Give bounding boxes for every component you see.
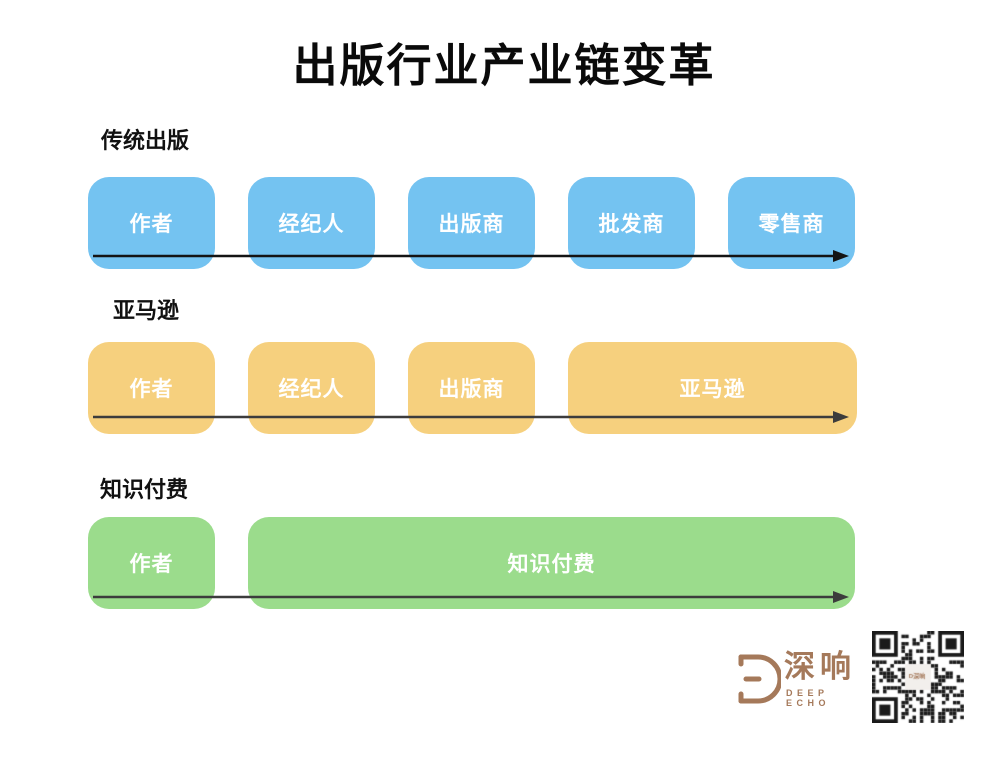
brand-name: 深响 (784, 649, 856, 684)
chain-row-knowledge-payment: 作者 知识付费 (88, 517, 858, 609)
chain-node-wholesaler: 批发商 (568, 177, 695, 269)
chain-node-agent: 经纪人 (248, 342, 375, 434)
page-title: 出版行业产业链变革 (292, 40, 716, 91)
chain-row-amazon: 作者 经纪人 出版商 亚马逊 (88, 342, 858, 434)
chain-node-amazon: 亚马逊 (568, 342, 857, 434)
chain-row-traditional: 作者 经纪人 出版商 批发商 零售商 (88, 177, 858, 269)
brand-subtitle: DEEP ECHO (786, 688, 831, 708)
row-label-knowledge-payment: 知识付费 (100, 477, 189, 502)
row-label-amazon: 亚马逊 (113, 298, 180, 323)
chain-node-agent: 经纪人 (248, 177, 375, 269)
brand-block: 深响 DEEP ECHO (737, 648, 867, 710)
wechat-qr-code-icon (872, 631, 964, 723)
chain-node-publisher: 出版商 (408, 342, 535, 434)
chain-node-publisher: 出版商 (408, 177, 535, 269)
row-label-traditional: 传统出版 (101, 128, 190, 153)
flow-arrow (93, 411, 849, 423)
chain-node-author: 作者 (88, 517, 215, 609)
flow-arrow (93, 250, 849, 262)
chain-node-knowledge-payment: 知识付费 (248, 517, 855, 609)
chain-node-author: 作者 (88, 342, 215, 434)
flow-arrow (93, 591, 849, 603)
deep-echo-logo-icon (738, 654, 781, 704)
chain-node-author: 作者 (88, 177, 215, 269)
